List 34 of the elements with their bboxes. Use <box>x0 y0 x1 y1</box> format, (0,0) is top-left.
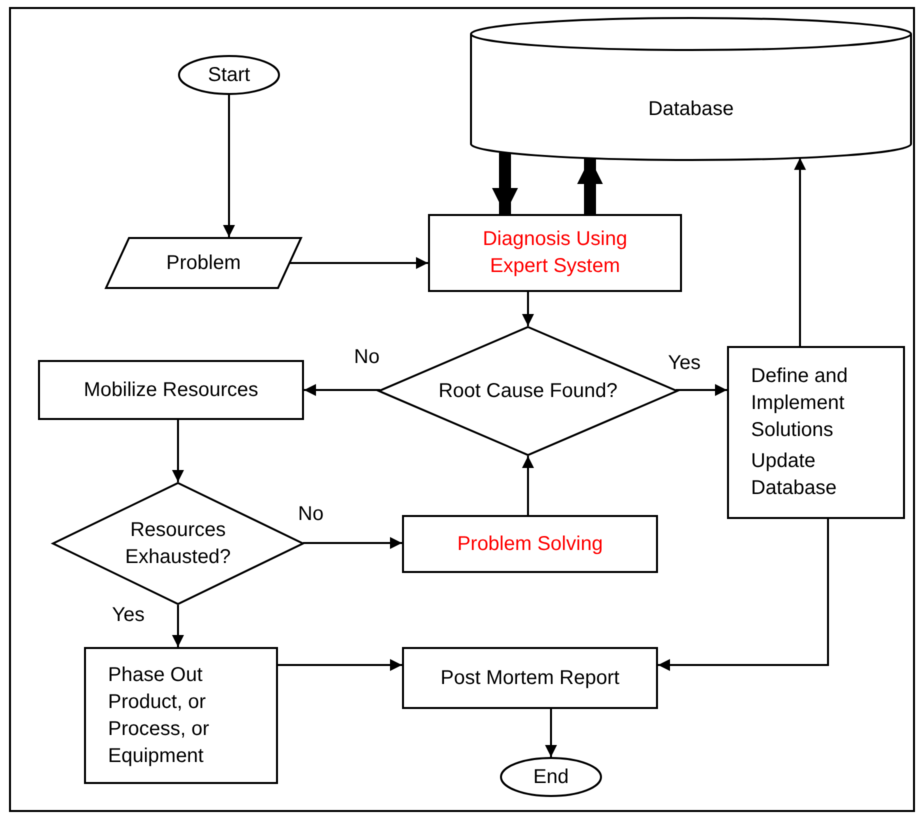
arrow <box>794 158 806 346</box>
process-box <box>402 647 658 709</box>
node-label: Root Cause Found? <box>438 378 618 404</box>
arrow <box>522 292 534 326</box>
node-label: Start <box>208 62 250 88</box>
node-label: Diagnosis Using Expert System <box>482 227 628 279</box>
arrow <box>290 257 428 269</box>
arrow <box>278 659 402 671</box>
arrow <box>676 384 727 396</box>
process-box <box>727 346 905 519</box>
process-box <box>428 214 682 292</box>
node-label: Post Mortem Report <box>440 666 620 690</box>
node-label: Problem <box>166 250 241 276</box>
process-box <box>402 515 658 573</box>
node-label: Phase Out Product, or Process, or Equipment <box>108 662 210 768</box>
thick-arrow <box>492 152 518 214</box>
arrow <box>172 420 184 482</box>
arrow <box>223 95 235 237</box>
arrow <box>522 456 534 515</box>
arrow <box>302 537 402 549</box>
process-box <box>84 647 278 784</box>
thick-arrow <box>577 158 603 214</box>
node-label: Database <box>648 96 734 122</box>
arrow <box>545 709 557 757</box>
arrow <box>658 519 829 671</box>
node-label: Mobilize Resources <box>84 378 258 402</box>
node-label: Resources Exhausted? <box>124 518 232 570</box>
arrow <box>172 605 184 647</box>
node-label: Define and Implement Solutions <box>751 364 849 443</box>
arrow <box>304 384 380 396</box>
node-label: Update Database <box>751 449 838 501</box>
process-box <box>38 360 304 420</box>
node-label: Problem Solving <box>457 532 603 556</box>
node-label: End <box>533 764 569 790</box>
